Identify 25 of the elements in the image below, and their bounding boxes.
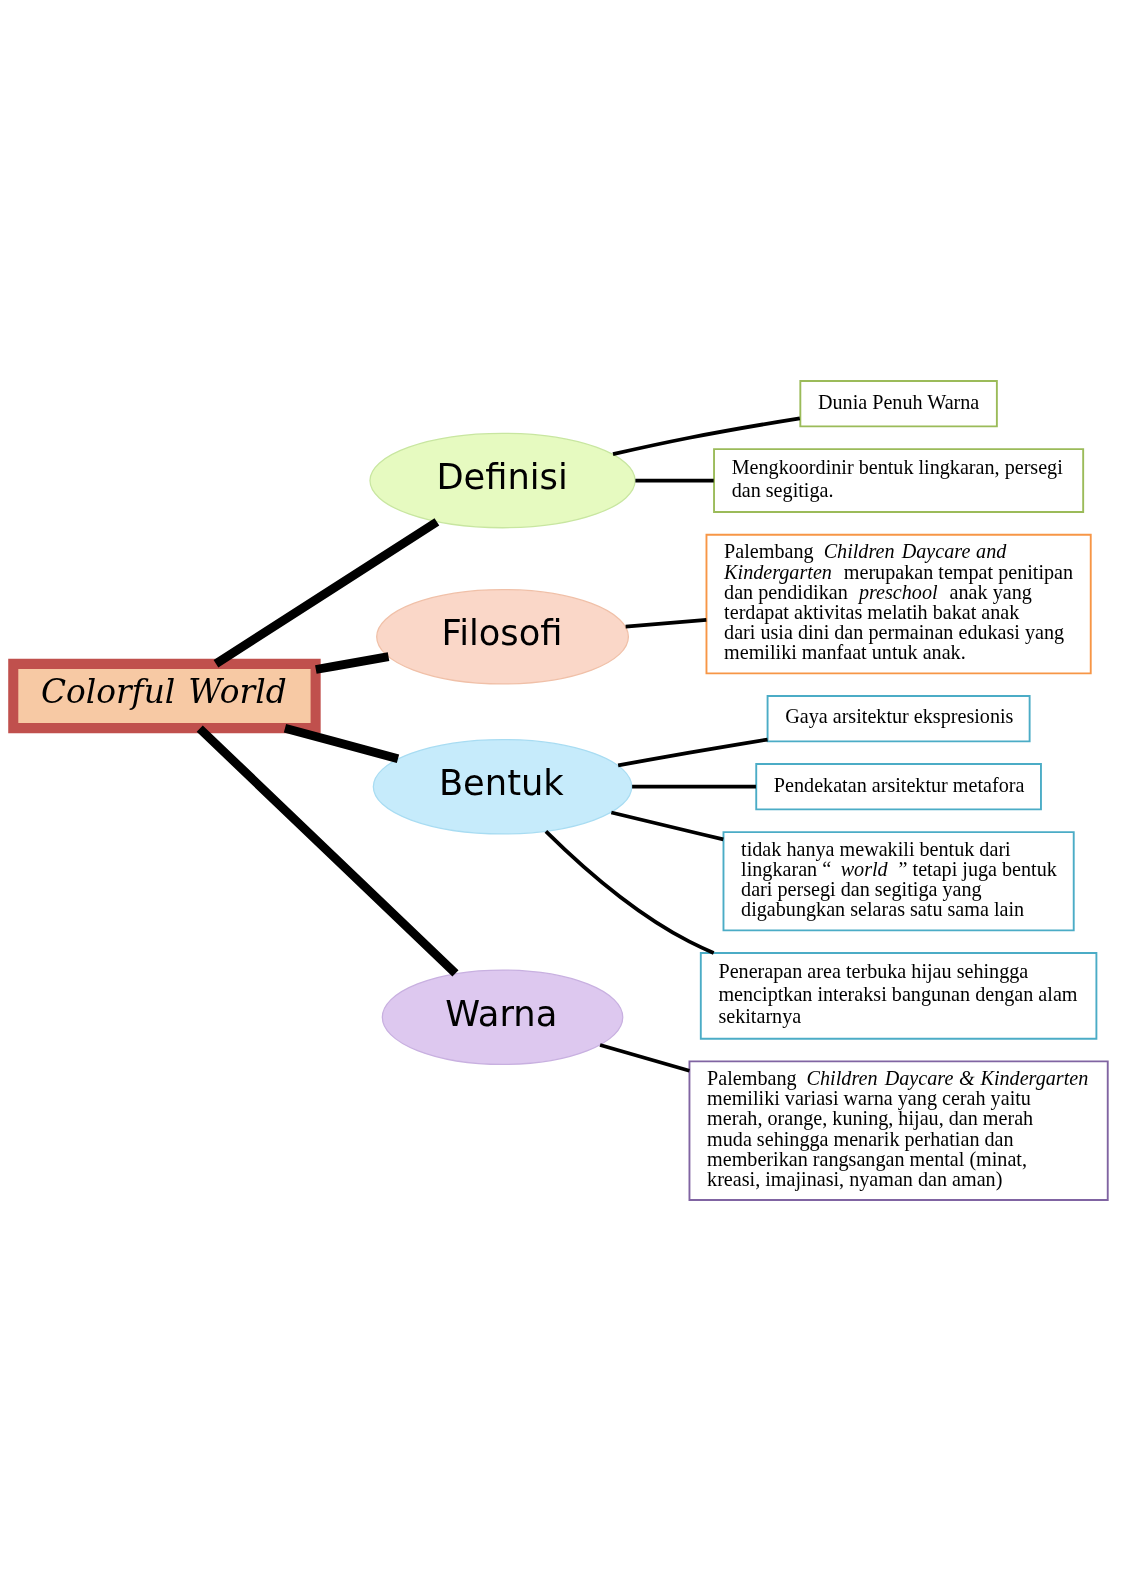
connector	[213, 518, 440, 668]
node-box: Dunia Penuh Warna	[799, 380, 998, 428]
node-ellipse: Definisi	[369, 432, 636, 529]
connector	[617, 737, 768, 768]
connector	[612, 416, 801, 456]
node-box: tidak hanya mewakili bentuk dari lingkaran “world” tetapi juga bentuk dari persegi dan segitiga yang digabungkan selaras satu sama lain	[722, 831, 1075, 932]
connector	[610, 810, 724, 842]
connector	[599, 1043, 690, 1073]
connector	[632, 784, 756, 789]
node-ellipse: Warna	[381, 969, 624, 1066]
connector	[283, 724, 400, 764]
node-ellipse: Bentuk	[372, 738, 633, 835]
connector	[315, 652, 390, 674]
connector	[544, 830, 715, 955]
node-ellipse: Filosofi	[376, 589, 630, 685]
node-box: Mengkoordinir bentuk lingkaran, persegi dan segitiga.	[713, 448, 1085, 513]
connector	[196, 725, 459, 977]
node-box: Pendekatan arsitektur metafora	[755, 763, 1042, 811]
node-box: Penerapan area terbuka hijau sehingga menciptkan interaksi bangunan dengan alam sekitarnya	[699, 952, 1098, 1040]
node-box: Gaya arsitektur ekspresionis	[766, 695, 1031, 743]
node-box: Palembang Children Daycare and Kindergarten merupakan tempat penitipan dan pendidikan preschool anak yang terdapat aktivitas melatih bakat anak dari usia dini dan permainan edukasi yang memiliki manfaat untuk anak.	[705, 533, 1092, 675]
connector	[635, 478, 714, 483]
connector	[625, 618, 707, 629]
node-box: Palembang Children Daycare & Kindergarten memiliki variasi warna yang cerah yaitu merah, orange, kuning, hijau, dan merah muda sehingga menarik perhatian dan memberikan rangsangan mental (minat, kreasi, imajinasi, nyaman dan aman)	[688, 1060, 1109, 1201]
node-box: Colorful World	[8, 658, 321, 734]
